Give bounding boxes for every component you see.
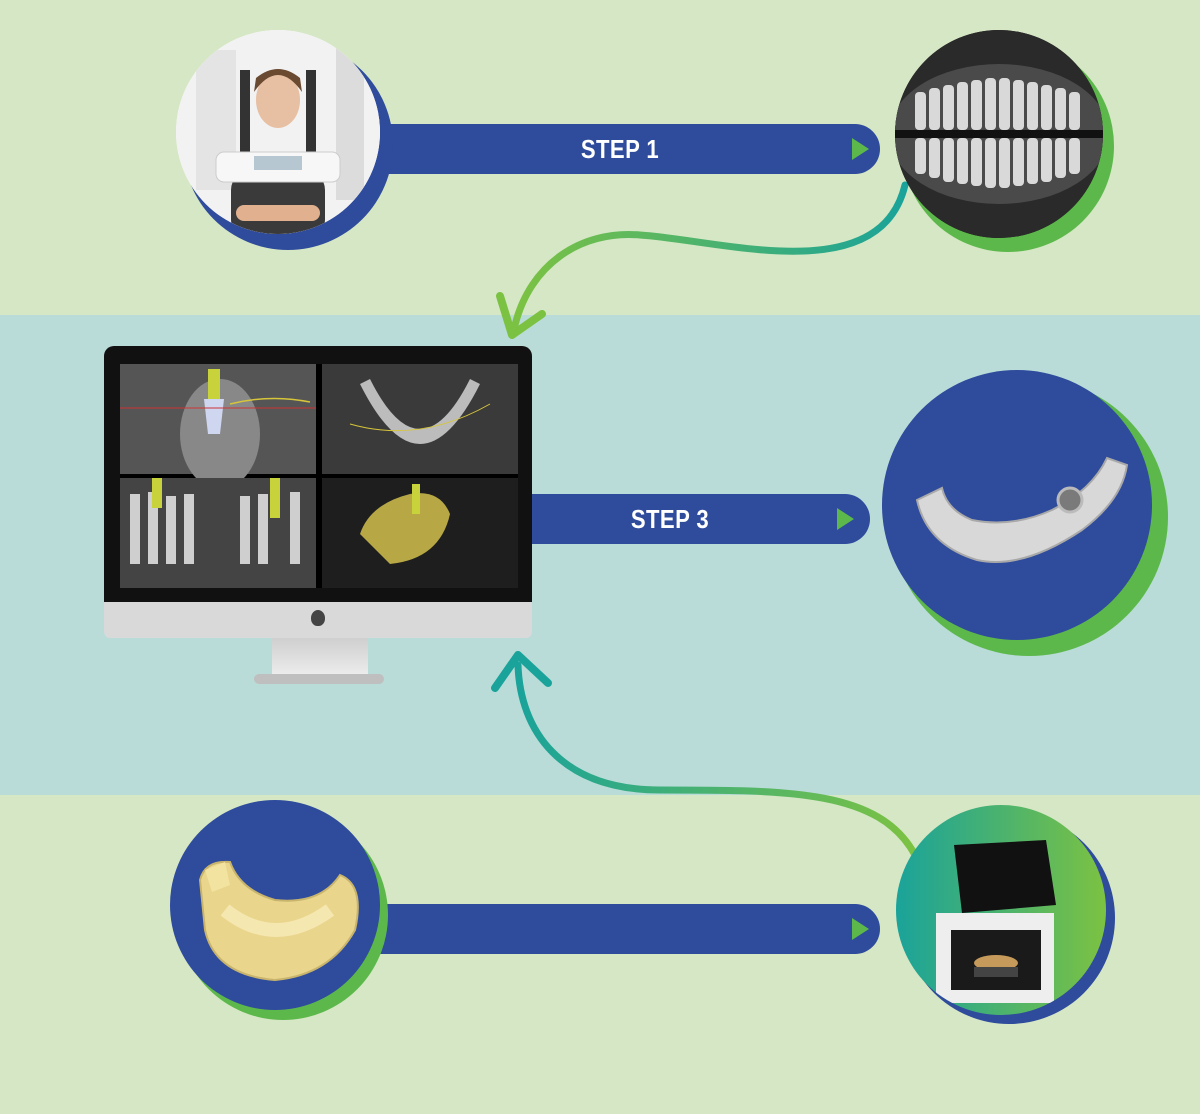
surgical-guide-photo <box>882 370 1152 640</box>
computer-monitor <box>104 346 532 688</box>
monitor-base <box>254 674 384 684</box>
patient-in-scanner-icon <box>176 30 380 234</box>
plaster-dental-model-icon <box>198 860 359 982</box>
step3-bar: STEP 3 <box>525 494 870 544</box>
apple-logo-icon <box>311 610 325 626</box>
surgical-guide-icon <box>915 456 1129 563</box>
curve-arrow-scanner-to-computer <box>514 661 919 859</box>
curve-arrow-xray-to-computer-head <box>496 292 546 339</box>
step1-label: STEP 1 <box>580 134 660 164</box>
patient-photo <box>176 30 380 234</box>
scanner-photo <box>896 805 1106 1015</box>
panoramic-xray-icon <box>895 30 1103 238</box>
step2-arrow-tip-icon <box>852 918 869 940</box>
step1-arrow-tip-icon <box>852 138 869 160</box>
implant-planning-software-icon <box>120 364 518 588</box>
step3-arrow-tip-icon <box>837 508 854 530</box>
plaster-model-photo <box>170 800 380 1010</box>
curve-arrow-scanner-to-computer-head <box>491 651 552 692</box>
desktop-3d-scanner-icon <box>936 840 1056 1003</box>
monitor-stand <box>272 638 368 680</box>
step1-bar: STEP 1 <box>370 124 880 174</box>
curve-arrow-xray-to-computer <box>511 181 909 329</box>
monitor-screen <box>120 364 518 588</box>
step2-bar <box>370 904 880 954</box>
step3-label: STEP 3 <box>630 504 710 534</box>
xray-photo <box>895 30 1103 238</box>
